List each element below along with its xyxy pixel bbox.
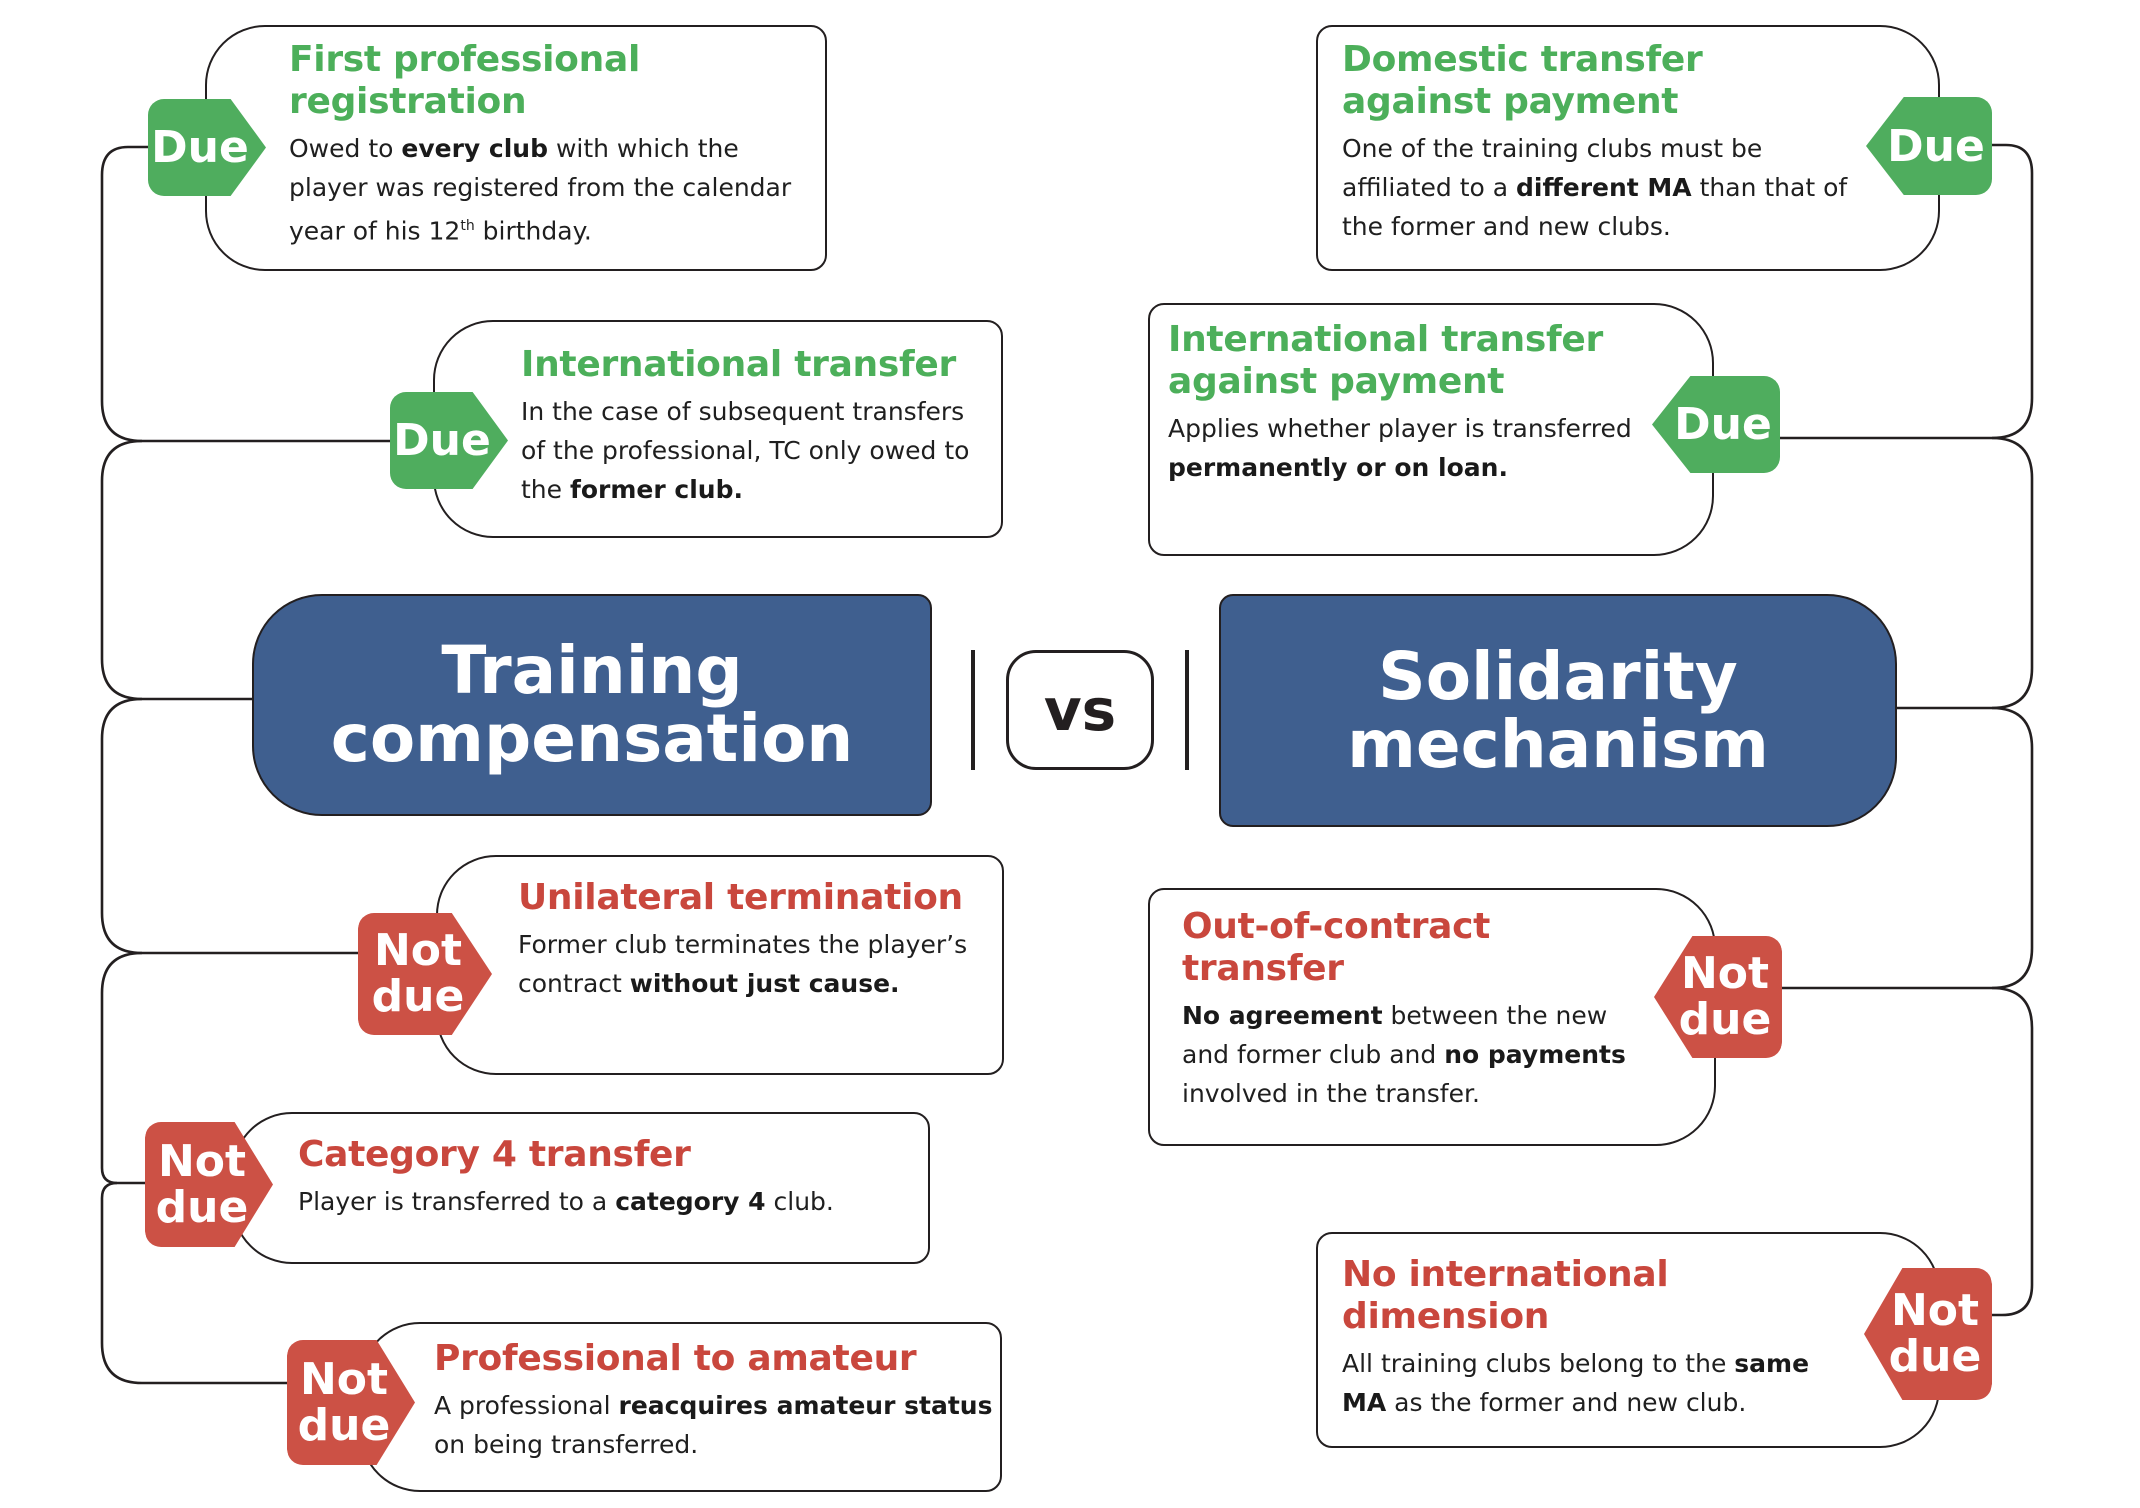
right-connector-nointl	[1990, 986, 2034, 1317]
card-description: Player is transferred to a category 4 cl…	[298, 1187, 834, 1216]
card-description: Owed to every club with which the player…	[289, 134, 792, 246]
card-description: A professional reacquires amateur status…	[434, 1391, 993, 1459]
card-description: No agreement between the new and former …	[1182, 1001, 1626, 1108]
card-title: First professional registration	[289, 39, 640, 122]
emphasis-text: same MA	[1342, 1349, 1810, 1417]
right-connector-sm	[1895, 436, 2034, 710]
emphasis-text: different MA	[1516, 173, 1692, 202]
card-title: No international dimension	[1342, 1254, 1669, 1337]
emphasis-text: No agreement	[1182, 1001, 1383, 1030]
vs-label: vs	[1006, 650, 1154, 770]
emphasis-text: without just cause.	[629, 969, 900, 998]
card-out-of-contract-transfer: Out-of-contract transfer No agreement be…	[1148, 888, 1716, 1146]
card-domestic-transfer-against-payment: Domestic transfer against payment One of…	[1316, 25, 1940, 271]
divider-right	[1185, 650, 1189, 770]
left-connector-tc-upper	[100, 439, 254, 701]
card-description: One of the training clubs must be affili…	[1342, 134, 1848, 241]
left-connector-amateur	[100, 1181, 290, 1385]
card-description: Applies whether player is transferred pe…	[1168, 414, 1632, 482]
right-connector-outofcontract	[1780, 706, 2034, 990]
emphasis-text: former club.	[569, 475, 743, 504]
card-professional-to-amateur: Professional to amateur A professional r…	[360, 1322, 1002, 1492]
left-connector-cat4	[100, 951, 148, 1185]
emphasis-text: reacquires amateur status	[618, 1391, 993, 1420]
left-connector-top	[100, 145, 392, 443]
card-title: Category 4 transfer	[298, 1134, 691, 1175]
card-no-international-dimension: No international dimension All training …	[1316, 1232, 1940, 1448]
card-description: In the case of subsequent transfers of t…	[521, 397, 970, 504]
card-description: Former club terminates the player’s cont…	[518, 930, 968, 998]
card-description: All training clubs belong to the same MA…	[1342, 1349, 1810, 1417]
card-title: Professional to amateur	[434, 1338, 917, 1379]
right-connector-top	[1778, 143, 2034, 440]
card-title: International transfer	[521, 344, 956, 385]
card-title: International transfer against payment	[1168, 319, 1603, 402]
emphasis-text: category 4	[615, 1187, 766, 1216]
emphasis-text: every club	[401, 134, 548, 163]
superscript-text: th	[460, 218, 475, 234]
card-unilateral-termination: Unilateral termination Former club termi…	[436, 855, 1004, 1075]
divider-left	[971, 650, 975, 770]
card-title: Out-of-contract transfer	[1182, 906, 1491, 989]
left-connector-unilateral	[100, 697, 360, 955]
card-international-transfer: International transfer In the case of su…	[433, 320, 1003, 538]
card-title: Domestic transfer against payment	[1342, 39, 1703, 122]
emphasis-text: no payments	[1444, 1040, 1626, 1069]
card-first-professional-registration: First professional registration Owed to …	[205, 25, 827, 271]
training-compensation-box: Training compensation	[252, 594, 932, 816]
card-international-transfer-against-payment: International transfer against payment A…	[1148, 303, 1714, 556]
card-title: Unilateral termination	[518, 877, 963, 918]
emphasis-text: permanently or on loan.	[1168, 453, 1508, 482]
card-category-4-transfer: Category 4 transfer Player is transferre…	[232, 1112, 930, 1264]
solidarity-mechanism-box: Solidarity mechanism	[1219, 594, 1897, 827]
